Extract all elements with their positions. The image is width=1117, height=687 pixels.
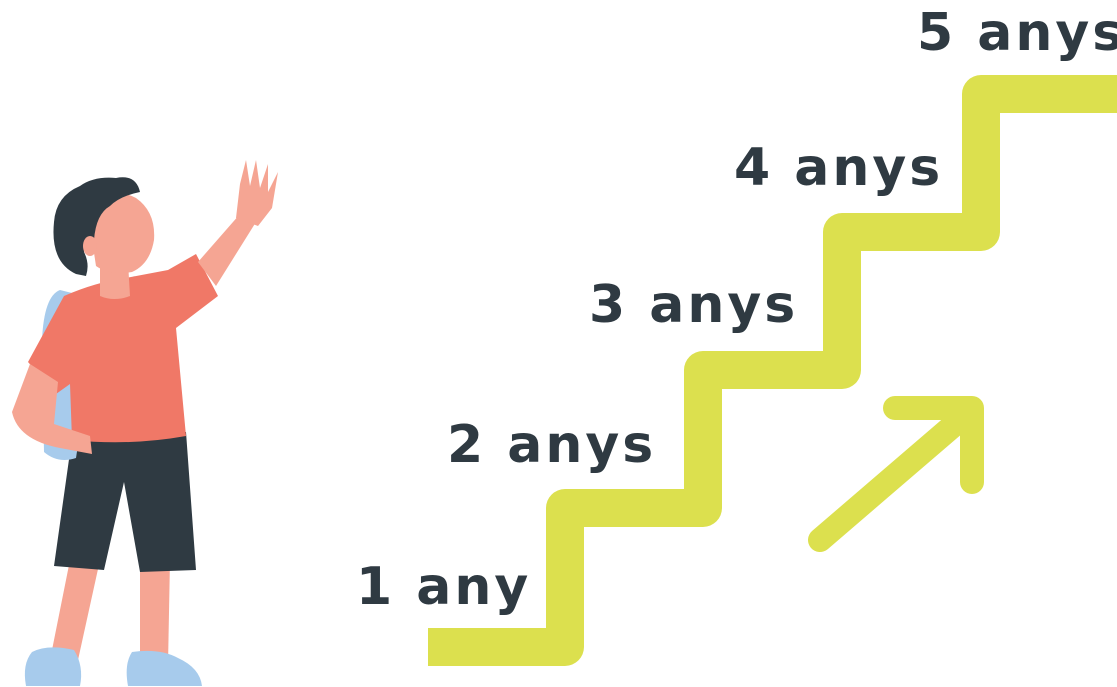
right-shoe [127,651,202,686]
up-right-arrow-icon [820,408,972,540]
step-label-1: 1 any [356,557,531,617]
step-label-3: 3 anys [589,275,798,335]
student-figure [12,160,278,686]
step-label-5: 5 anys [917,3,1117,63]
ear [83,236,97,256]
left-shoe [25,647,81,686]
step-label-4: 4 anys [734,138,943,198]
step-label-2: 2 anys [447,415,656,475]
waving-hand [236,160,278,226]
